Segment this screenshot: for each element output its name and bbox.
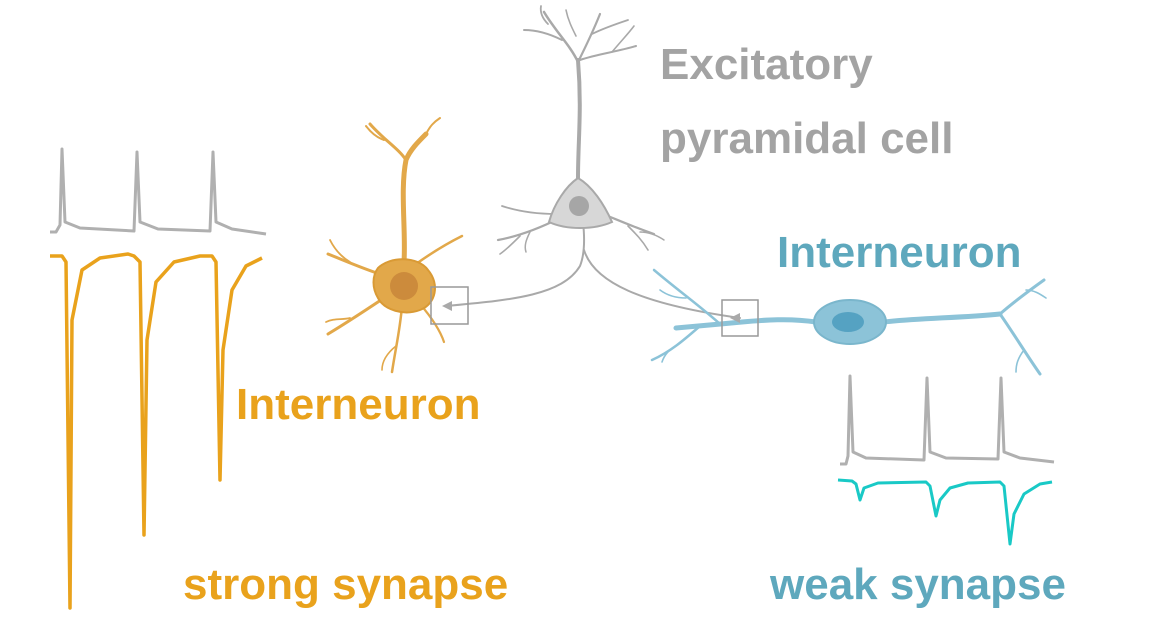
synapse-box-right [721,299,759,337]
interneuron-right-nucleus [832,312,864,332]
interneuron-left-nucleus [390,272,418,300]
strong-synapse-label: strong synapse [183,560,509,609]
interneuron-left-label: Interneuron [236,380,481,429]
synapse-box-left [430,286,469,325]
pyramidal-cell-label-line1: Excitatory [660,40,873,89]
interneuron-right-cell [650,268,1047,376]
pyramidal-cell-label-line2: pyramidal cell [660,114,954,163]
weak-synapse-label: weak synapse [770,560,1066,609]
strong-synapse-trace [50,252,263,610]
presynaptic-spike-trace-left [50,147,267,236]
presynaptic-spike-trace-right [840,374,1055,466]
interneuron-left-cell [325,117,464,374]
interneuron-right-label: Interneuron [777,228,1022,277]
synapse-terminal-right [730,313,740,323]
synapse-terminal-left [442,301,452,311]
pyramidal-nucleus [569,196,589,216]
weak-synapse-trace [837,478,1053,546]
